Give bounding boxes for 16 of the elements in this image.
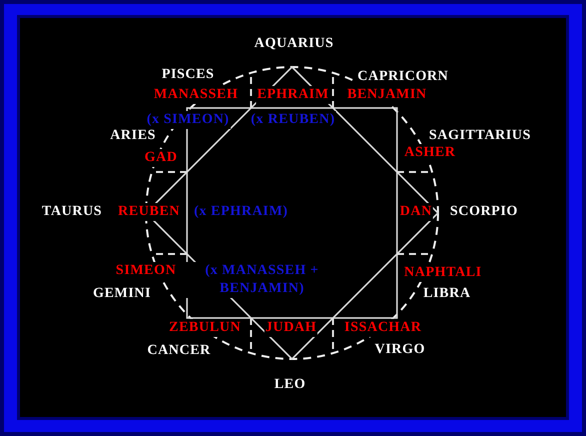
tribe-name: ISSACHAR <box>343 319 423 337</box>
tribe-name: MANASSEH <box>152 86 240 104</box>
tribe-name: REUBEN <box>117 203 181 221</box>
tribe-name: DAN <box>398 203 434 221</box>
substitution-note: (x SIMEON) <box>146 111 230 129</box>
tribe-name: NAPHTALI <box>403 264 483 282</box>
tribe-name: ASHER <box>403 144 457 162</box>
tribe-name: GAD <box>144 149 178 167</box>
substitution-note: (x EPHRAIM) <box>192 203 290 221</box>
tribe-name: ZEBULUN <box>168 319 242 337</box>
zodiac-sign-label: CAPRICORN <box>356 68 450 86</box>
tribe-name: BENJAMIN <box>346 86 428 104</box>
tribe-name: SIMEON <box>114 262 178 280</box>
tribe-name: EPHRAIM <box>256 86 330 104</box>
substitution-note: (x REUBEN) <box>250 111 336 129</box>
tribe-name: JUDAH <box>264 319 318 337</box>
